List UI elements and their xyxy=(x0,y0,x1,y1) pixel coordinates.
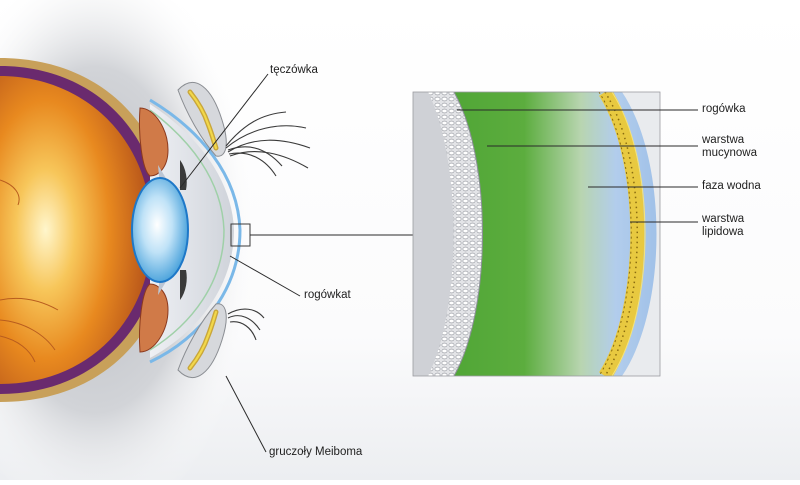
label-iris: tęczówka xyxy=(270,64,318,76)
iris-bottom xyxy=(180,270,187,300)
corneal-stroma xyxy=(413,92,454,376)
leader-lines xyxy=(179,73,698,453)
label-mucin-line1: warstwa xyxy=(702,134,745,146)
label-mucin-line2: mucynowa xyxy=(702,147,757,159)
anterior-segment xyxy=(149,98,242,364)
label-cornea-main: rogówkat xyxy=(304,289,351,301)
label-lipid-layer: warstwa lipidowa xyxy=(702,213,744,239)
label-mucin-layer: warstwa mucynowa xyxy=(702,134,757,160)
tear-film-inset xyxy=(413,92,660,376)
eyeball xyxy=(0,58,172,402)
lens xyxy=(131,177,189,283)
retina xyxy=(0,76,152,384)
cornea xyxy=(150,104,234,358)
inset-frame xyxy=(412,91,661,377)
iris-top xyxy=(180,160,187,190)
label-lipid-line1: warstwa xyxy=(702,213,745,225)
meibomian-gland-top xyxy=(188,90,218,150)
eyelashes-bottom xyxy=(227,308,265,341)
label-cornea-inset: rogówka xyxy=(702,103,746,115)
label-meibomian-glands: gruczoły Meiboma xyxy=(269,446,363,458)
eyelashes-top xyxy=(225,111,311,177)
meibomian-gland-bottom xyxy=(188,310,218,370)
label-lipid-line2: lipidowa xyxy=(702,226,744,238)
lower-eyelid xyxy=(177,303,227,379)
label-aqueous-phase: faza wodna xyxy=(702,180,761,192)
